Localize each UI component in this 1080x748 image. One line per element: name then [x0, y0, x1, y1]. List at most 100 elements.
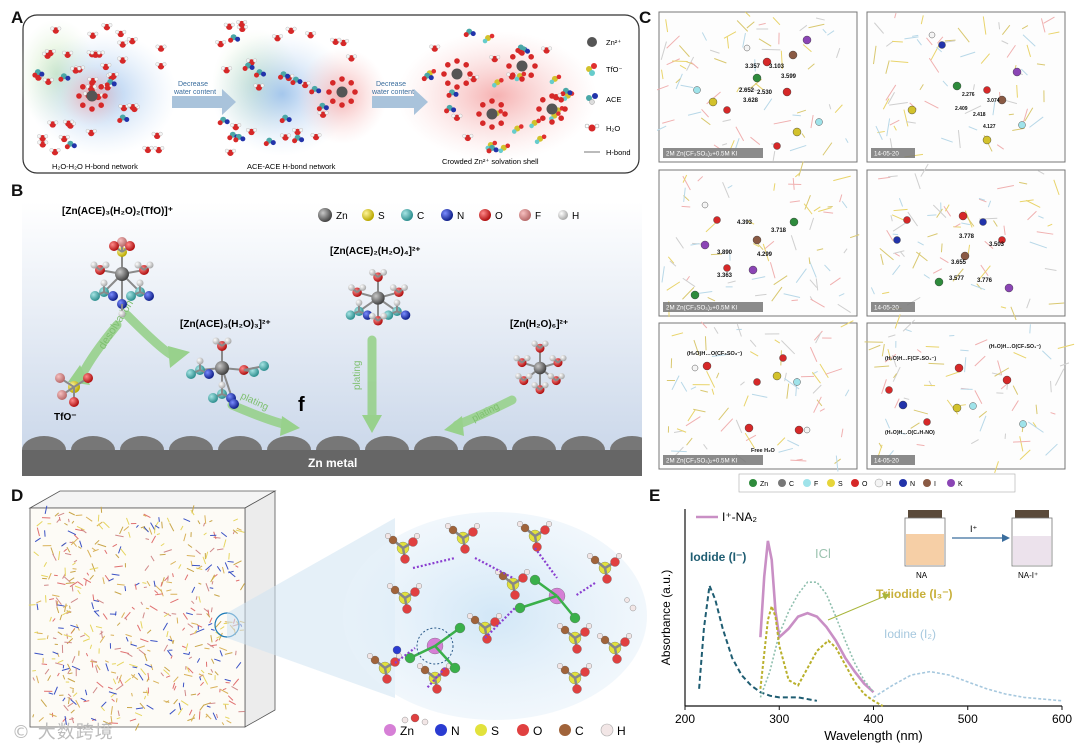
svg-text:Zn: Zn — [336, 211, 348, 222]
series-line-3 — [759, 581, 875, 698]
snapshot-tag: 14-05-20 — [874, 305, 899, 312]
panel-d-letter: D — [11, 486, 24, 505]
x-tick-label: 300 — [769, 712, 789, 726]
panel-c-letter: C — [639, 8, 652, 27]
svg-text:C: C — [417, 211, 424, 222]
tfo-label: TfO⁻ — [54, 412, 77, 423]
svg-text:water content: water content — [371, 89, 414, 96]
svg-text:2.276: 2.276 — [962, 92, 975, 98]
species-label-1: [Zn(ACE)₃(H₂O)₂(TfO)]⁺ — [62, 206, 173, 217]
solvation-complexes — [55, 237, 567, 409]
svg-text:K: K — [958, 481, 963, 488]
panel-a-figure: Decrease water content Decrease water co… — [22, 14, 640, 174]
svg-text:3.357: 3.357 — [745, 64, 761, 70]
zoomed-cluster — [367, 521, 637, 726]
svg-text:O: O — [533, 724, 542, 738]
svg-text:Zn: Zn — [400, 724, 414, 738]
svg-text:N: N — [457, 211, 464, 222]
svg-text:N: N — [451, 724, 460, 738]
vial-arrow-label: I⁺ — [970, 524, 978, 534]
svg-text:3.363: 3.363 — [717, 273, 733, 279]
label-icl: ICl — [815, 546, 831, 561]
panel-b-letter: B — [11, 181, 24, 200]
svg-text:plating: plating — [352, 361, 363, 390]
legend-label: I⁺-NA₂ — [722, 510, 757, 524]
label-triiodide: Triiodide (I₃⁻) — [876, 587, 953, 601]
x-axis-label: Wavelength (nm) — [824, 728, 923, 743]
svg-text:2.418: 2.418 — [973, 112, 986, 118]
x-tick-label: 600 — [1052, 712, 1072, 726]
svg-text:Zn: Zn — [760, 481, 768, 488]
molecule-field — [32, 20, 575, 156]
md-snapshot-1: 2M Zn(CF₃SO₃)₂+0.5M KI — [657, 11, 858, 163]
vial-na-i: NA-I⁺ — [1011, 510, 1053, 580]
f-mark: f — [298, 394, 305, 416]
svg-text:4.127: 4.127 — [983, 124, 996, 130]
svg-text:2.530: 2.530 — [757, 90, 773, 96]
md-snapshot-2: 14-05-20 — [866, 11, 1066, 163]
svg-text:ACE: ACE — [606, 95, 621, 104]
md-snapshot-5: 2M Zn(CF₃SO₃)₂+0.5M KI — [658, 320, 858, 472]
arrow-heads — [68, 346, 464, 436]
panel-b-figure: Zn S C N O F H [Zn(ACE)₃(H₂O)₂(TfO)]⁺ [Z… — [22, 202, 642, 476]
species-label-3: [Zn(ACE)₃(H₂O)₃]²⁺ — [180, 319, 271, 330]
caption-h2o-network: H₂O-H₂O H-bond network — [52, 162, 138, 171]
svg-text:3.655: 3.655 — [951, 260, 967, 266]
svg-text:4.299: 4.299 — [757, 252, 773, 258]
svg-text:(H₂O)H…F(CF₃SO₃⁻): (H₂O)H…F(CF₃SO₃⁻) — [885, 356, 936, 362]
svg-text:3.776: 3.776 — [977, 278, 993, 284]
species-label-4: [Zn(H₂O)₆]²⁺ — [510, 319, 568, 330]
svg-text:C: C — [575, 724, 584, 738]
svg-text:(H₂O)H…O(CF₃SO₃⁻): (H₂O)H…O(CF₃SO₃⁻) — [687, 351, 742, 357]
x-tick-label: 500 — [958, 712, 978, 726]
zoom-ellipse — [343, 512, 647, 720]
decrease-water-arrow-2: Decrease water content — [371, 81, 428, 115]
svg-text:Decrease: Decrease — [178, 81, 208, 88]
md-snapshot-6: 14-05-20 — [864, 314, 1075, 474]
panel-e-letter: E — [649, 486, 661, 505]
svg-text:O: O — [495, 211, 503, 222]
svg-text:F: F — [814, 481, 818, 488]
y-axis-label: Absorbance (a.u.) — [659, 570, 673, 665]
svg-text:(H₂O)H…O(CF₃SO₃⁻): (H₂O)H…O(CF₃SO₃⁻) — [989, 344, 1041, 350]
svg-text:3.628: 3.628 — [743, 98, 759, 104]
svg-text:3.599: 3.599 — [781, 74, 797, 80]
svg-text:S: S — [378, 211, 385, 222]
watermark: © 大数跨境 — [12, 722, 114, 743]
series-line-4 — [759, 602, 884, 707]
vial-na: NA — [904, 510, 946, 580]
svg-text:3.103: 3.103 — [769, 64, 785, 70]
caption-ace-network: ACE-ACE H-bond network — [247, 162, 336, 171]
series-line-2 — [698, 581, 818, 702]
label-iodide: Iodide (I⁻) — [690, 550, 746, 564]
svg-text:3.577: 3.577 — [949, 276, 965, 282]
svg-text:water content: water content — [173, 89, 216, 96]
svg-text:I: I — [934, 481, 936, 488]
svg-text:NA-I⁺: NA-I⁺ — [1018, 571, 1038, 580]
svg-text:H: H — [886, 481, 891, 488]
zn-metal-label: Zn metal — [308, 456, 357, 470]
svg-text:S: S — [491, 724, 499, 738]
series-line-1 — [759, 540, 875, 694]
panel-d-legend: Zn N S O C H — [384, 723, 626, 738]
series-line-5 — [873, 670, 1063, 702]
svg-text:2.409: 2.409 — [955, 106, 968, 112]
svg-text:NA: NA — [916, 571, 928, 580]
snapshot-tag: 2M Zn(CF₃SO₃)₂+0.5M KI — [666, 458, 738, 465]
md-snapshot-4: 14-05-20 — [866, 163, 1066, 321]
svg-text:N: N — [910, 481, 915, 488]
svg-text:3.890: 3.890 — [717, 250, 733, 256]
svg-text:Zn²⁺: Zn²⁺ — [606, 38, 621, 47]
panel-a-letter: A — [11, 8, 24, 27]
svg-text:H-bond: H-bond — [606, 148, 631, 157]
svg-text:Decrease: Decrease — [376, 81, 406, 88]
svg-text:F: F — [535, 211, 541, 222]
svg-text:(H₂O)H…O(C₄H₇NO): (H₂O)H…O(C₄H₇NO) — [885, 430, 935, 436]
species-label-2: [Zn(ACE)₂(H₂O)₄]²⁺ — [330, 246, 421, 257]
x-tick-label: 400 — [863, 712, 883, 726]
svg-text:S: S — [838, 481, 843, 488]
panel-a-legend: Zn²⁺ TfO⁻ ACE H₂O H-bond — [584, 37, 631, 157]
svg-text:2.652: 2.652 — [739, 88, 755, 94]
